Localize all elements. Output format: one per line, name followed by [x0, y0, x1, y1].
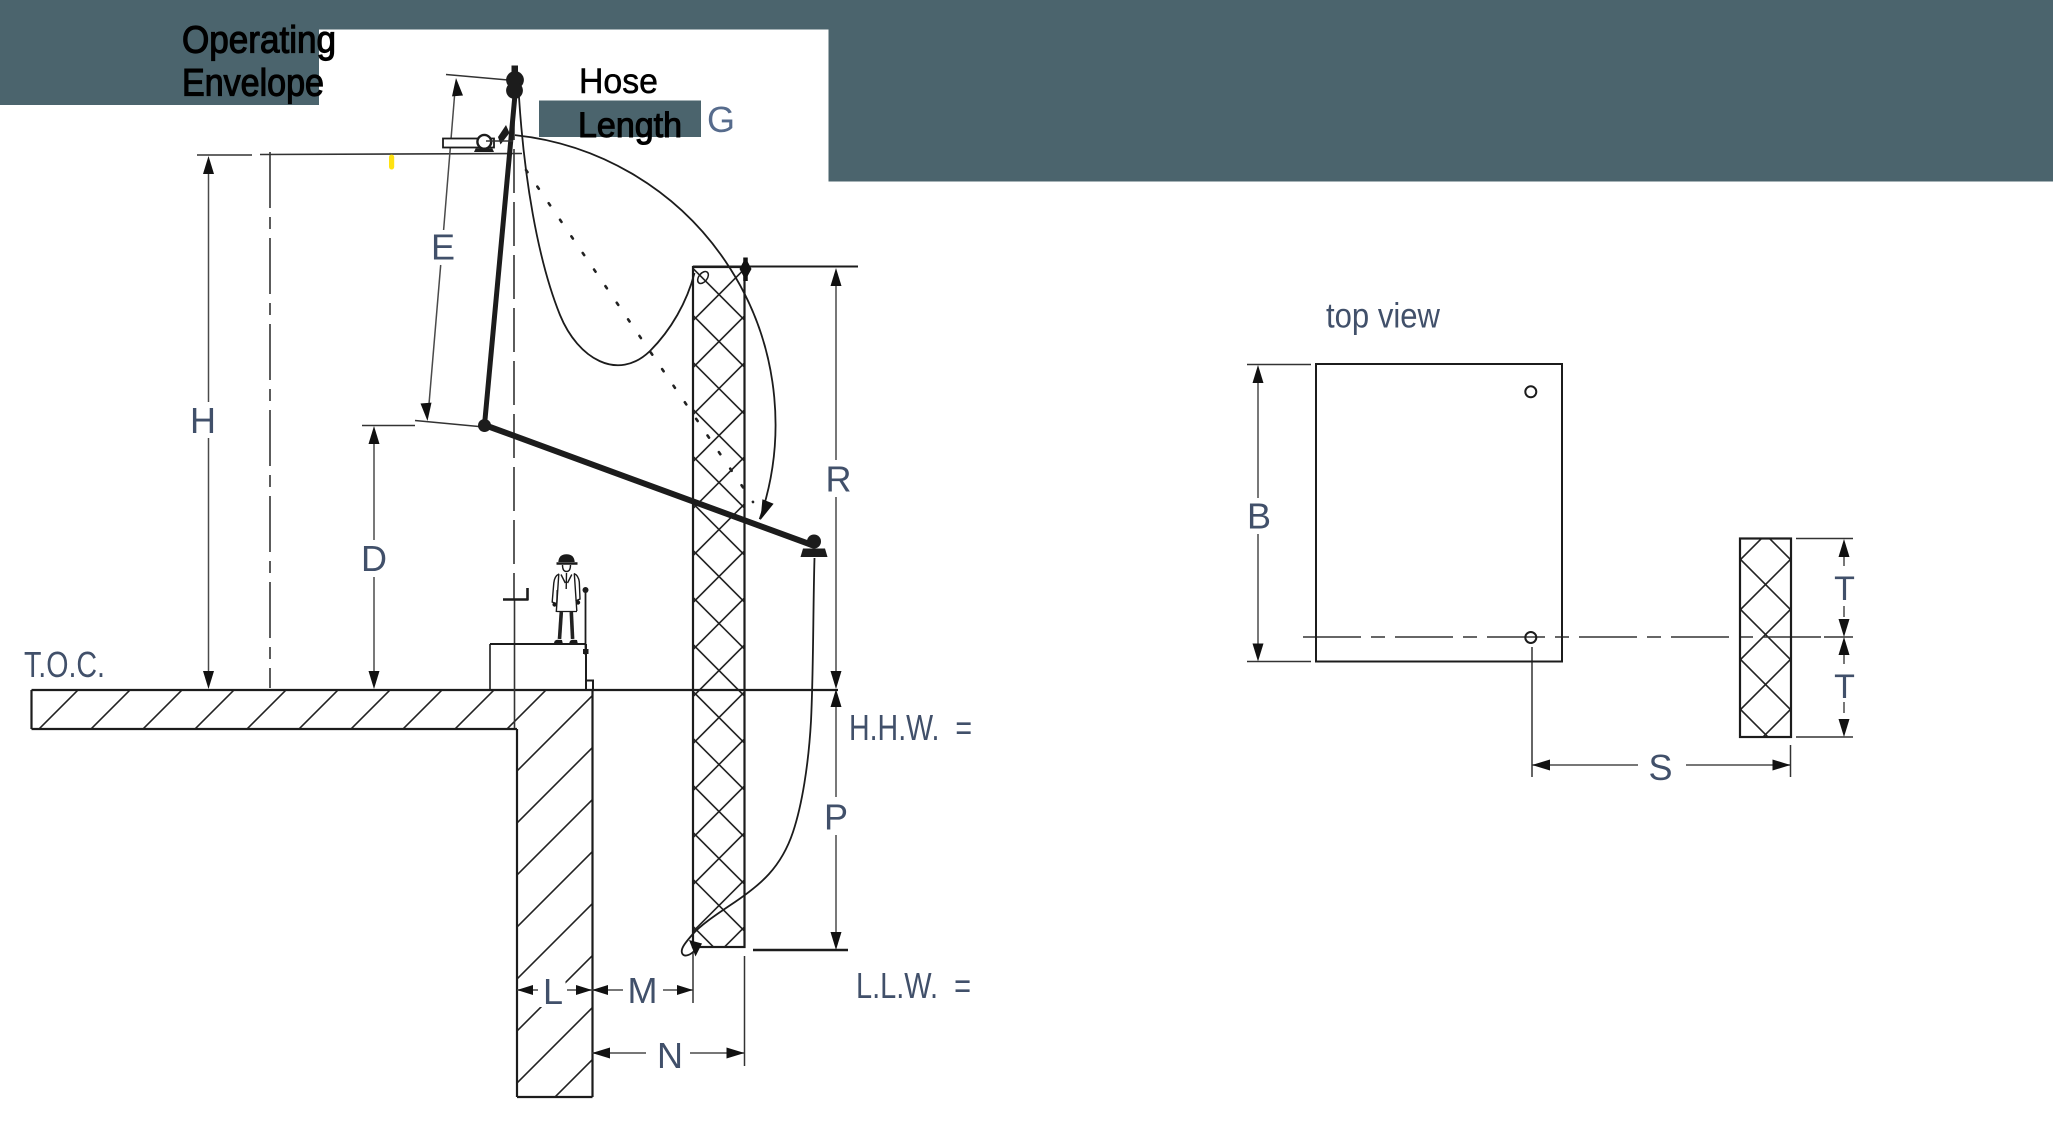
svg-text:Hose: Hose	[579, 62, 658, 101]
svg-text:R: R	[826, 459, 852, 500]
svg-text:S: S	[1648, 747, 1672, 788]
svg-text:B: B	[1247, 496, 1271, 537]
svg-text:H.H.W. =: H.H.W. =	[849, 707, 972, 748]
svg-text:L.L.W. =: L.L.W. =	[856, 965, 971, 1006]
svg-text:P: P	[824, 797, 848, 838]
svg-text:E: E	[431, 227, 455, 268]
svg-text:Envelope: Envelope	[182, 63, 324, 105]
svg-text:N: N	[657, 1035, 683, 1076]
svg-text:Length: Length	[578, 106, 682, 145]
svg-text:D: D	[361, 538, 387, 579]
svg-text:L: L	[543, 971, 563, 1012]
svg-text:top view: top view	[1326, 297, 1441, 336]
svg-text:H: H	[190, 400, 216, 441]
svg-text:M: M	[628, 970, 658, 1011]
svg-text:T.O.C.: T.O.C.	[24, 644, 105, 685]
svg-text:Operating: Operating	[182, 20, 336, 62]
svg-text:T: T	[1834, 570, 1855, 608]
svg-text:T: T	[1834, 668, 1855, 706]
svg-text:G: G	[707, 99, 735, 140]
